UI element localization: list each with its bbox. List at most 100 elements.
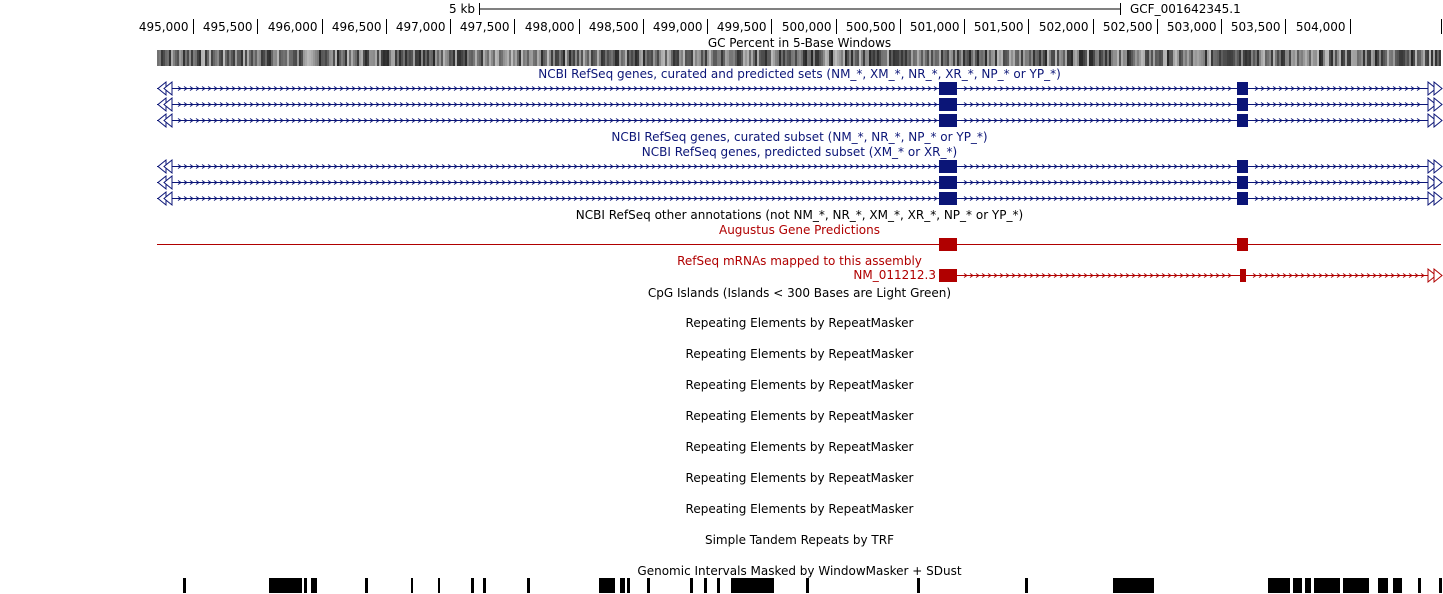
cpg-track-label: CpG Islands (Islands < 300 Bases are Lig… [647, 286, 952, 300]
refseq-predicted-gene-right-arrow [1427, 174, 1437, 191]
refseq-predicted-gene-exon [1237, 176, 1248, 189]
refseq-all-gene-strand-arrows [177, 118, 938, 123]
ruler-tick-label: 496,500 [331, 20, 382, 34]
windowmasker-block [1025, 578, 1028, 593]
refseq-all-gene-exon [939, 98, 957, 111]
refseq-predicted-gene-strand-arrows [1254, 196, 1421, 201]
augustus-exon [1237, 238, 1248, 251]
windowmasker-block [620, 578, 625, 593]
refseq-all-gene-left-arrow [163, 80, 173, 97]
windowmasker-block [806, 578, 809, 593]
refseq-predicted-gene-exon [939, 192, 957, 205]
refseq-predicted-gene-left-arrow [163, 190, 173, 207]
windowmasker-block [1305, 578, 1311, 593]
ruler-tick-label: 499,000 [652, 20, 703, 34]
mrna-exon [939, 269, 957, 282]
repeatmasker-track-label: Repeating Elements by RepeatMasker [685, 471, 914, 485]
ruler-tick-label: 498,500 [588, 20, 639, 34]
windowmasker-block [1378, 578, 1388, 593]
windowmasker-track-label: Genomic Intervals Masked by WindowMasker… [637, 564, 962, 578]
windowmasker-block [269, 578, 302, 593]
refseq-all-gene-strand-arrows [963, 102, 1232, 107]
mrna-exon [1240, 269, 1246, 282]
mrna-right-arrow [1433, 267, 1443, 284]
repeatmasker-track-label: Repeating Elements by RepeatMasker [685, 409, 914, 423]
refseq-predicted-gene-right-arrow [1427, 190, 1437, 207]
mrna-name-label[interactable]: NM_011212.3 [853, 268, 936, 282]
refseq-all-gene-right-arrow [1427, 112, 1437, 129]
ruler-tick-label: 495,000 [138, 20, 189, 34]
windowmasker-block [1314, 578, 1340, 593]
repeatmasker-track-label: Repeating Elements by RepeatMasker [685, 347, 914, 361]
ruler-tick-label: 503,000 [1166, 20, 1217, 34]
gc-percent-density [157, 50, 1441, 66]
windowmasker-block [483, 578, 486, 593]
repeatmasker-track-label: Repeating Elements by RepeatMasker [685, 502, 914, 516]
refseq-all-gene-left-arrow [163, 96, 173, 113]
refseq-predicted-gene-right-arrow [1433, 158, 1443, 175]
refseq-all-track-label: NCBI RefSeq genes, curated and predicted… [538, 67, 1061, 81]
windowmasker-block [1439, 578, 1442, 593]
refseq-all-gene-strand-arrows [1254, 118, 1421, 123]
windowmasker-block [304, 578, 307, 593]
refseq-predicted-gene-strand-arrows [1254, 164, 1421, 169]
augustus-exon [939, 238, 957, 251]
repeatmasker-track-label: Repeating Elements by RepeatMasker [685, 378, 914, 392]
ruler-tick-label: 500,500 [845, 20, 896, 34]
refseq-predicted-gene-exon [1237, 192, 1248, 205]
windowmasker-block [599, 578, 615, 593]
refseq-predicted-gene-left-arrow [163, 174, 173, 191]
ruler-tick-label: 504,000 [1295, 20, 1346, 34]
refseq-all-gene-strand-arrows [177, 86, 938, 91]
refseq-all-gene-right-arrow [1427, 96, 1437, 113]
ruler-tick-label: 501,500 [973, 20, 1024, 34]
windowmasker-block [183, 578, 186, 593]
refseq-all-gene-exon [1237, 98, 1248, 111]
ruler-tick-label: 499,500 [716, 20, 767, 34]
refseq-curated-track-label: NCBI RefSeq genes, curated subset (NM_*,… [611, 130, 988, 144]
assembly-label: GCF_001642345.1 [1130, 2, 1241, 16]
ruler-tick-label: 500,000 [781, 20, 832, 34]
refseq-all-gene-right-arrow [1427, 80, 1437, 97]
ruler-tick-label: 497,500 [459, 20, 510, 34]
mrna-strand-arrows [963, 273, 1232, 278]
ruler-tick-label: 496,000 [267, 20, 318, 34]
windowmasker-block [1268, 578, 1290, 593]
ruler-tick-label: 495,500 [202, 20, 253, 34]
windowmasker-block [365, 578, 368, 593]
windowmasker-block [1393, 578, 1402, 593]
mrna-strand-arrows [1252, 273, 1425, 278]
refseq-all-gene-left-arrow [163, 112, 173, 129]
refseq-predicted-gene-strand-arrows [177, 164, 938, 169]
ruler-tick-label: 502,000 [1038, 20, 1089, 34]
gc-percent-track-label: GC Percent in 5-Base Windows [707, 36, 892, 50]
refseq-predicted-gene-strand-arrows [177, 180, 938, 185]
refseq-predicted-gene-right-arrow [1427, 158, 1437, 175]
windowmasker-block [627, 578, 630, 593]
windowmasker-block [1418, 578, 1421, 593]
refseq-all-gene-exon [939, 114, 957, 127]
ruler-tick-label: 503,500 [1230, 20, 1281, 34]
refseq-predicted-gene-strand-arrows [1254, 180, 1421, 185]
windowmasker-block [917, 578, 920, 593]
refseq-all-gene-strand-arrows [963, 118, 1232, 123]
windowmasker-block [527, 578, 530, 593]
windowmasker-block [438, 578, 440, 593]
windowmasker-block [471, 578, 474, 593]
refseq-all-gene-strand-arrows [963, 86, 1232, 91]
windowmasker-block [311, 578, 317, 593]
ruler-tick-label: 497,000 [395, 20, 446, 34]
windowmasker-block [717, 578, 720, 593]
refseq-predicted-track-label: NCBI RefSeq genes, predicted subset (XM_… [641, 145, 958, 159]
refseq-mrna-track-label: RefSeq mRNAs mapped to this assembly [677, 254, 922, 268]
windowmasker-block [731, 578, 774, 593]
windowmasker-block [1113, 578, 1154, 593]
trf-track-label: Simple Tandem Repeats by TRF [704, 533, 894, 547]
refseq-predicted-gene-strand-arrows [963, 164, 1232, 169]
refseq-predicted-gene-left-arrow [163, 158, 173, 175]
refseq-predicted-gene-strand-arrows [177, 196, 938, 201]
windowmasker-block [1343, 578, 1369, 593]
refseq-predicted-gene-strand-arrows [963, 180, 1232, 185]
